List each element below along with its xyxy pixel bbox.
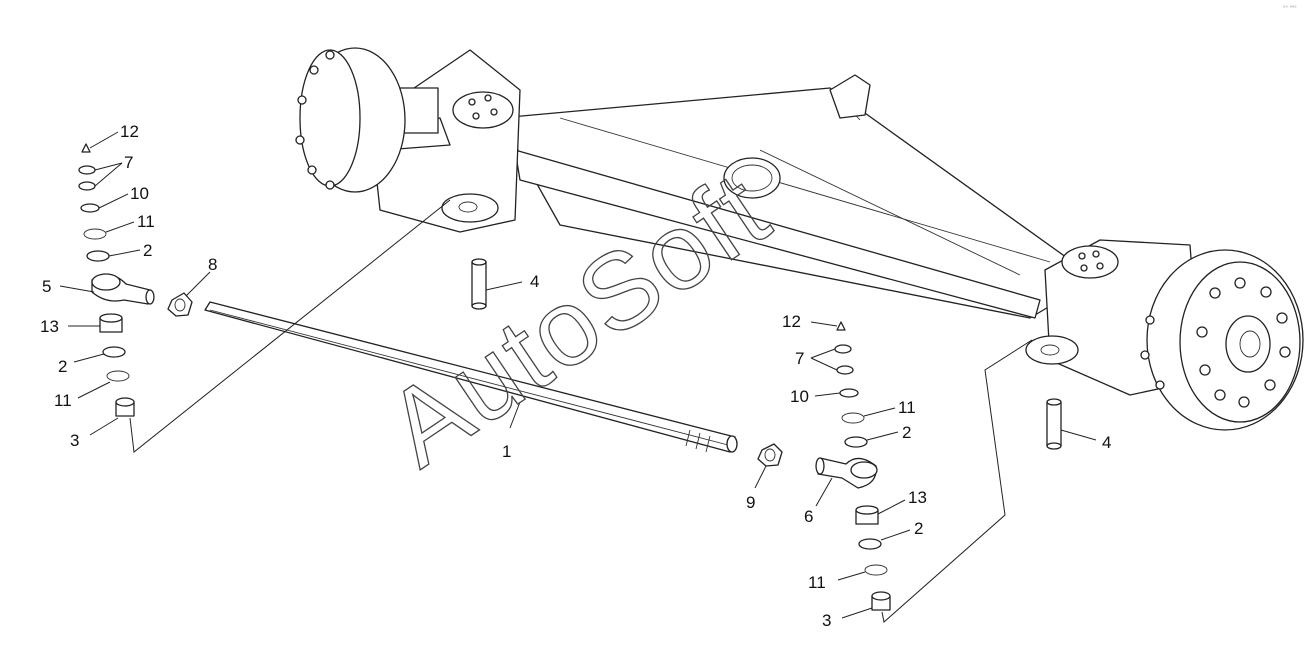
callout-labels: 1 12 7 10 11 2 5 8 13 2 11 3 4 12 7 10 1… xyxy=(40,122,1111,630)
callout-left-bushing: 13 xyxy=(40,317,59,336)
right-jam-nut xyxy=(754,443,783,489)
callout-right-nuts: 7 xyxy=(795,349,804,368)
left-jam-nut xyxy=(167,271,211,317)
left-king-pin xyxy=(471,258,523,310)
callout-left-washer: 10 xyxy=(130,184,149,203)
callout-left-jam-nut: 8 xyxy=(208,255,217,274)
callout-left-seal-a: 2 xyxy=(143,241,152,260)
callout-right-ring-b: 11 xyxy=(808,573,826,592)
right-tie-rod-end-stack xyxy=(810,321,1033,623)
callout-left-cotter: 12 xyxy=(120,122,139,141)
callout-right-cap: 3 xyxy=(822,611,831,630)
right-king-pin xyxy=(1046,398,1097,450)
callout-right-cotter: 12 xyxy=(782,312,801,331)
callout-right-washer: 10 xyxy=(790,387,809,406)
callout-left-cap: 3 xyxy=(70,431,79,450)
corner-mark: °° °°° xyxy=(1283,6,1297,12)
callout-right-bushing: 13 xyxy=(908,488,927,507)
callout-left-nuts: 7 xyxy=(124,153,133,172)
callout-left-tie-rod-end: 5 xyxy=(42,277,51,296)
callout-left-ring-b: 11 xyxy=(54,391,72,410)
callout-right-seal-a: 2 xyxy=(902,423,911,442)
callout-left-pin: 4 xyxy=(530,272,539,291)
callout-shaft: 1 xyxy=(502,442,511,461)
axle-housing xyxy=(295,47,1304,431)
callout-left-ring-a: 11 xyxy=(137,212,155,231)
left-tie-rod-end-stack xyxy=(59,131,451,453)
callout-left-seal-b: 2 xyxy=(58,357,67,376)
callout-right-jam-nut: 9 xyxy=(746,493,755,512)
tie-rod-shaft xyxy=(204,301,738,453)
callout-right-tie-rod-end: 6 xyxy=(804,507,813,526)
callout-right-pin: 4 xyxy=(1102,433,1111,452)
callout-right-ring-a: 11 xyxy=(898,398,916,417)
callout-right-seal-b: 2 xyxy=(914,519,923,538)
